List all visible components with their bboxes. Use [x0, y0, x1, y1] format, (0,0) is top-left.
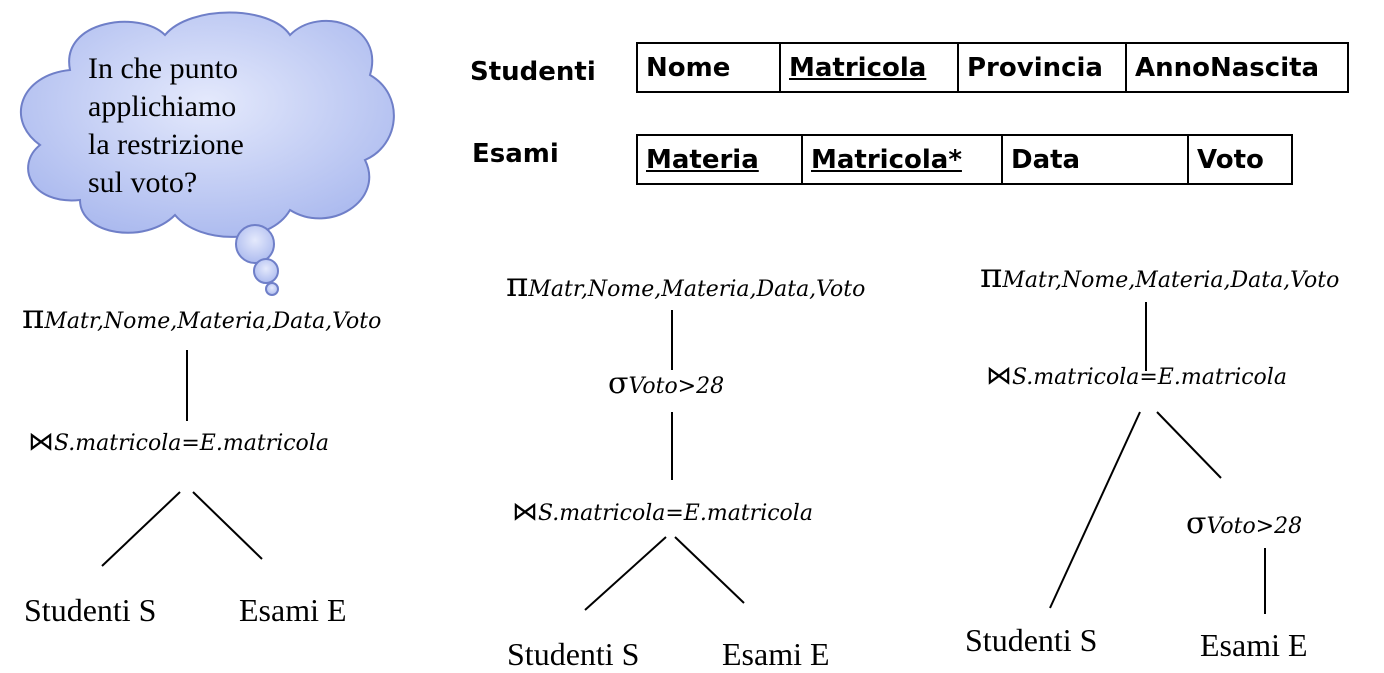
schema-studenti-table: Nome Matricola Provincia AnnoNascita — [636, 42, 1349, 93]
pi-symbol: π — [980, 256, 1003, 296]
thought-dot-small — [265, 282, 279, 296]
edge-mid-join-esami — [674, 536, 745, 604]
pi-symbol: π — [506, 265, 529, 305]
mid-leaf-studenti: Studenti S — [507, 636, 640, 672]
left-leaf-studenti: Studenti S — [24, 592, 157, 628]
right-leaf-studenti: Studenti S — [965, 622, 1098, 658]
sigma-symbol: σ — [608, 366, 629, 401]
left-join-node: ⋈S.matricola=E.matricola — [28, 427, 329, 457]
schema-attribute-key: Matricola — [779, 42, 959, 93]
join-symbol: ⋈ — [986, 361, 1012, 391]
bubble-line: la restrizione — [88, 128, 244, 161]
schema-attribute: Voto — [1187, 134, 1293, 185]
join-subscript: S.matricola=E.matricola — [54, 431, 329, 456]
schema-attribute: AnnoNascita — [1125, 42, 1349, 93]
thought-dot-medium — [253, 258, 279, 284]
schema-attribute: Data — [1001, 134, 1189, 185]
edge-left-join-studenti — [101, 491, 181, 567]
schema-attribute: Nome — [636, 42, 781, 93]
thought-bubble-text: In che punto applichiamo la restrizione … — [88, 50, 318, 202]
selection-subscript: Voto>28 — [1206, 514, 1303, 539]
schema-esami-table: Materia Matricola* Data Voto — [636, 134, 1293, 185]
selection-subscript: Voto>28 — [628, 374, 725, 399]
edge-right-join-studenti — [1049, 411, 1141, 609]
thought-dot-large — [235, 224, 275, 264]
edge-left-join-esami — [192, 491, 263, 560]
sigma-symbol: σ — [1186, 506, 1207, 541]
schema-esami-name: Esami — [472, 139, 559, 169]
right-join-node: ⋈S.matricola=E.matricola — [986, 361, 1287, 391]
bubble-line: In che punto — [88, 52, 238, 85]
join-subscript: S.matricola=E.matricola — [1012, 365, 1287, 390]
join-symbol: ⋈ — [28, 427, 54, 457]
bubble-line: applichiamo — [88, 90, 237, 123]
edge-mid-join-studenti — [584, 536, 667, 611]
projection-subscript: Matr,Nome,Materia,Data,Voto — [44, 309, 382, 334]
join-subscript: S.matricola=E.matricola — [538, 501, 813, 526]
schema-studenti-name: Studenti — [470, 57, 596, 87]
right-projection-node: πMatr,Nome,Materia,Data,Voto — [980, 256, 1384, 296]
join-symbol: ⋈ — [512, 497, 538, 527]
mid-join-node: ⋈S.matricola=E.matricola — [512, 497, 813, 527]
mid-projection-node: πMatr,Nome,Materia,Data,Voto — [506, 265, 865, 305]
right-selection-node: σVoto>28 — [1186, 506, 1302, 541]
schema-attribute: Provincia — [957, 42, 1127, 93]
schema-attribute-key: Materia — [636, 134, 803, 185]
bubble-line: sul voto? — [88, 166, 198, 199]
left-leaf-esami: Esami E — [239, 592, 347, 628]
projection-subscript: Matr,Nome,Materia,Data,Voto — [528, 277, 866, 302]
left-projection-node: πMatr,Nome,Materia,Data,Voto — [22, 297, 381, 337]
projection-subscript: Matr,Nome,Materia,Data,Voto — [1002, 268, 1340, 293]
mid-leaf-esami: Esami E — [722, 636, 830, 672]
pi-symbol: π — [22, 297, 45, 337]
mid-selection-node: σVoto>28 — [608, 366, 724, 401]
schema-attribute-key: Matricola* — [801, 134, 1003, 185]
edge-right-join-sel — [1156, 411, 1222, 479]
cloud-shape — [20, 11, 395, 238]
right-leaf-esami: Esami E — [1200, 627, 1308, 663]
